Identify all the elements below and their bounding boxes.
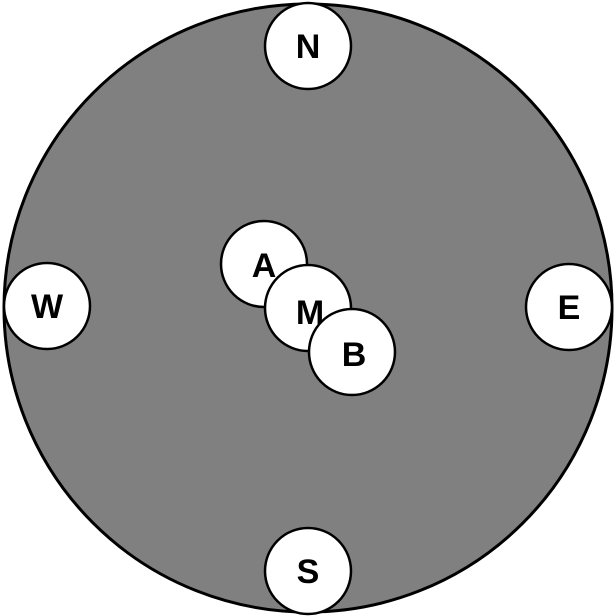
east-marker: E [524, 262, 614, 352]
west-marker-circle [2, 261, 92, 351]
east-label: E [558, 289, 581, 327]
east-marker-circle [524, 262, 614, 352]
marker-a-label: A [252, 247, 277, 285]
north-label: N [296, 28, 321, 66]
south-marker-circle [263, 526, 353, 616]
south-label: S [297, 553, 320, 591]
west-label: W [31, 288, 64, 326]
south-marker: S [263, 526, 353, 616]
west-marker: W [2, 261, 92, 351]
north-marker: N [263, 1, 353, 91]
north-marker-circle [263, 1, 353, 91]
marker-b: B [307, 307, 397, 397]
marker-b-label: B [342, 336, 367, 374]
marker-b-circle [307, 307, 397, 397]
